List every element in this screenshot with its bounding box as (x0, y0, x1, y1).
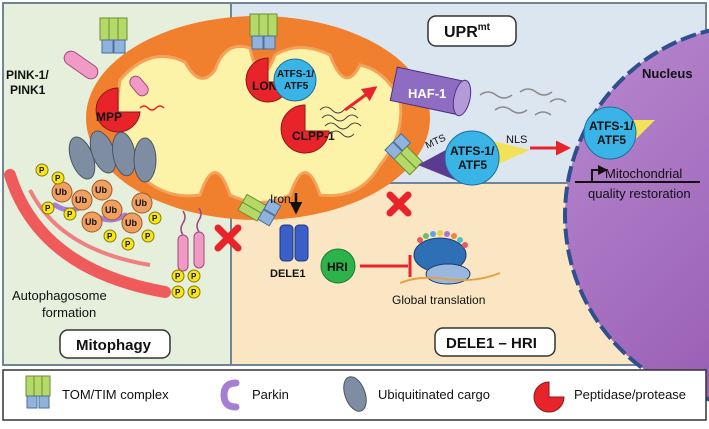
ubiquitinated-cargo-icon (343, 376, 367, 412)
svg-text:P: P (45, 204, 51, 213)
parkin-icon (220, 379, 240, 411)
pink1-label-b: PINK1 (10, 83, 46, 97)
legend-item-cargo: Ubiquitinated cargo (378, 387, 490, 402)
mitophagy-label-box (59, 329, 171, 359)
svg-text:Ub: Ub (135, 198, 147, 208)
svg-text:ATF5: ATF5 (458, 158, 487, 172)
svg-text:P: P (175, 288, 181, 297)
svg-text:quality restoration: quality restoration (588, 186, 691, 201)
atfs1-mito (273, 58, 317, 102)
tom-tim-complex-top (99, 17, 128, 54)
pink1-label: PINK-1/ (6, 68, 49, 82)
dele1-protein (279, 224, 309, 262)
svg-text:Iron: Iron (270, 192, 291, 206)
upr-label-box (427, 15, 517, 47)
svg-text:P: P (107, 232, 113, 241)
dele1-hri-label-box (434, 327, 556, 357)
mitochondrion-matrix (116, 44, 403, 204)
svg-text:Ub: Ub (75, 195, 87, 205)
svg-text:DELE1 – HRI: DELE1 – HRI (446, 335, 537, 352)
mrna-strand (399, 272, 501, 284)
svg-text:P: P (152, 214, 158, 223)
svg-text:Ub: Ub (105, 205, 117, 215)
inhibition-arrow (360, 255, 412, 277)
svg-text:P: P (125, 240, 131, 249)
atfs1-cytosol (444, 130, 500, 186)
legend-item-parkin: Parkin (252, 387, 289, 402)
exported-peptides (479, 88, 567, 116)
svg-text:LON: LON (252, 79, 277, 93)
legend-item-peptidase: Peptidase/protease (574, 387, 686, 402)
svg-text:ATFS-1/: ATFS-1/ (277, 69, 314, 80)
phospho-marks (35, 163, 162, 251)
svg-text:HRI: HRI (327, 260, 348, 274)
nucleus-label: Nucleus (642, 66, 693, 81)
svg-text:Mitochondrial: Mitochondrial (605, 166, 682, 181)
svg-text:CLPP-1: CLPP-1 (292, 129, 335, 143)
svg-text:P: P (39, 166, 45, 175)
nascent-peptide (417, 230, 468, 248)
block-icon-left (214, 224, 242, 252)
pink1-accumulated (171, 207, 205, 299)
svg-text:Autophagosome: Autophagosome (12, 288, 107, 303)
autophagosome-membrane (4, 169, 171, 298)
svg-text:Global translation: Global translation (392, 293, 485, 307)
svg-text:P: P (175, 272, 181, 281)
tom-tim-complex-left-blocked (237, 193, 282, 227)
svg-text:formation: formation (42, 305, 96, 320)
svg-text:Mitophagy: Mitophagy (76, 337, 152, 354)
pink1-protein (63, 50, 99, 80)
svg-text:MPP: MPP (96, 110, 122, 124)
block-icon-right (386, 191, 412, 217)
svg-text:DELE1: DELE1 (270, 268, 305, 280)
haf1-transporter (389, 66, 472, 117)
tom-tim-complex-lon (249, 13, 278, 50)
svg-text:P: P (145, 232, 151, 241)
svg-text:Ub: Ub (85, 217, 97, 227)
svg-text:ATF5: ATF5 (284, 81, 309, 92)
atfs1-nucleus (583, 106, 637, 160)
svg-text:ATFS-1/: ATFS-1/ (589, 119, 634, 133)
mpp-protease (95, 87, 141, 133)
svg-text:ATF5: ATF5 (597, 133, 626, 147)
legend-item-tom-tim: TOM/TIM complex (62, 387, 169, 402)
peptidase-icon (533, 381, 565, 413)
svg-text:ATFS-1/: ATFS-1/ (450, 144, 495, 158)
svg-text:Ub: Ub (95, 185, 107, 195)
clpp-to-haf-arrow (344, 86, 378, 112)
tom-tim-icon (25, 375, 51, 409)
svg-text:Ub: Ub (55, 187, 67, 197)
svg-text:P: P (191, 288, 197, 297)
svg-text:P: P (191, 272, 197, 281)
svg-text:P: P (55, 174, 61, 183)
svg-text:P: P (67, 210, 73, 219)
svg-text:Ub: Ub (125, 218, 137, 228)
svg-text:UPRmt: UPRmt (444, 22, 491, 41)
ubiquitinated-cargo-group (68, 130, 157, 183)
svg-text:NLS: NLS (506, 134, 527, 146)
hri-kinase (320, 248, 356, 284)
svg-text:HAF-1: HAF-1 (408, 86, 446, 101)
transcription-arrow (591, 165, 608, 182)
clpp1-protease (280, 104, 330, 154)
